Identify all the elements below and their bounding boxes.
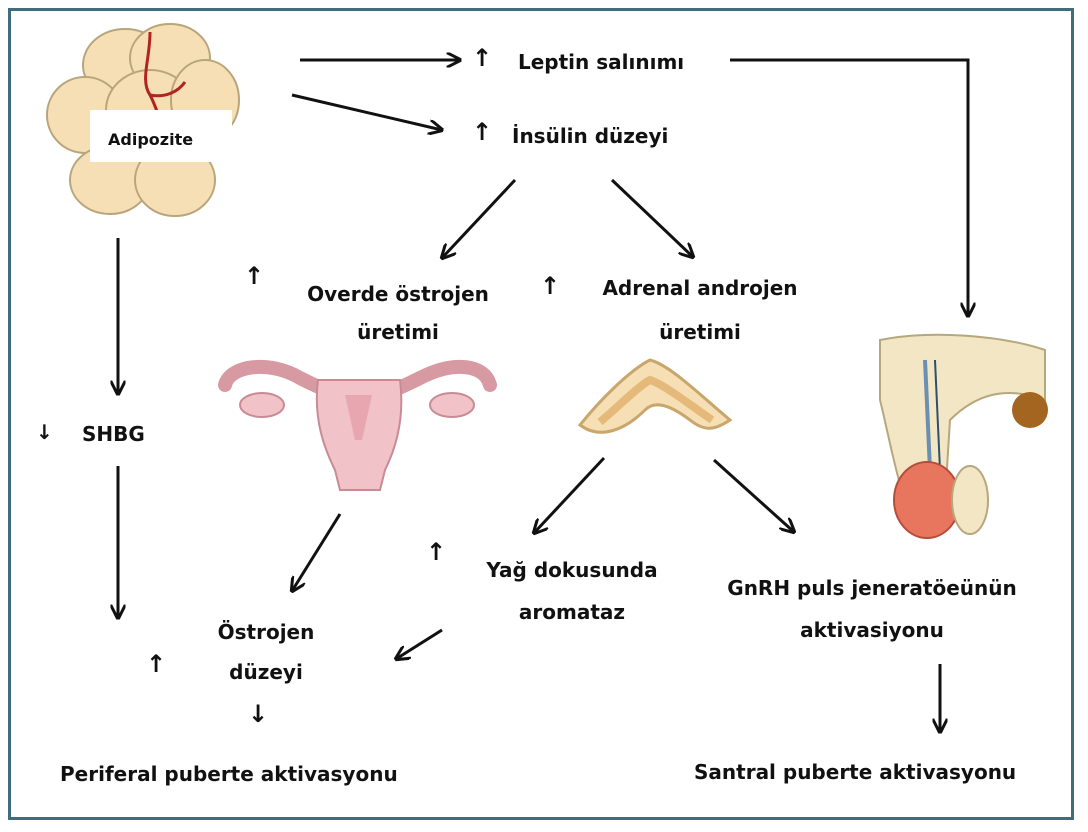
leptin-release-label: Leptin salınımı	[518, 48, 684, 76]
arrow-ovary-estrogen	[292, 514, 340, 591]
arrow-insulin-ovary	[442, 180, 515, 258]
uterus-image	[225, 367, 490, 490]
peripheral-up-arrow: ↑	[146, 650, 166, 678]
adrenal-gland-image	[580, 360, 730, 432]
aromatase-line2: aromataz	[462, 598, 682, 626]
arrow-aromatase-estrogen	[396, 630, 442, 659]
hypothalamus-pituitary-image	[880, 335, 1048, 538]
shbg-down-arrow: ↓	[36, 418, 53, 446]
arrow-adipocyte-insulin	[292, 95, 442, 130]
estrogen-level-line2: düzeyi	[196, 658, 336, 686]
shbg-label: SHBG	[82, 420, 145, 448]
adrenal-androgen-line2: üretimi	[580, 318, 820, 346]
estrogen-level-line1: Östrojen	[196, 618, 336, 646]
insulin-up-arrow: ↑	[472, 118, 492, 146]
adipocyte-label: Adipozite	[108, 126, 193, 154]
aromatase-line1: Yağ dokusunda	[462, 556, 682, 584]
insulin-level-label: İnsülin düzeyi	[512, 122, 668, 150]
estrogen-down-arrow: ↓	[248, 700, 268, 728]
arrow-adrenal-aromatase	[534, 458, 604, 533]
aromatase-up-arrow: ↑	[426, 538, 446, 566]
ovary-up-arrow: ↑	[244, 262, 264, 290]
ovarian-estrogen-line2: üretimi	[280, 318, 516, 346]
gnrh-line1: GnRH puls jeneratöeünün	[722, 574, 1022, 602]
central-puberty-label: Santral puberte aktivasyonu	[694, 758, 1016, 786]
arrow-adrenal-gnrh	[714, 460, 794, 532]
adrenal-up-arrow: ↑	[540, 272, 560, 300]
gnrh-line2: aktivasiyonu	[722, 616, 1022, 644]
leptin-up-arrow: ↑	[472, 44, 492, 72]
adrenal-androgen-line1: Adrenal androjen	[580, 274, 820, 302]
arrow-insulin-adrenal	[612, 180, 693, 257]
peripheral-puberty-label: Periferal puberte aktivasyonu	[60, 760, 398, 788]
ovarian-estrogen-line1: Overde östrojen	[280, 280, 516, 308]
